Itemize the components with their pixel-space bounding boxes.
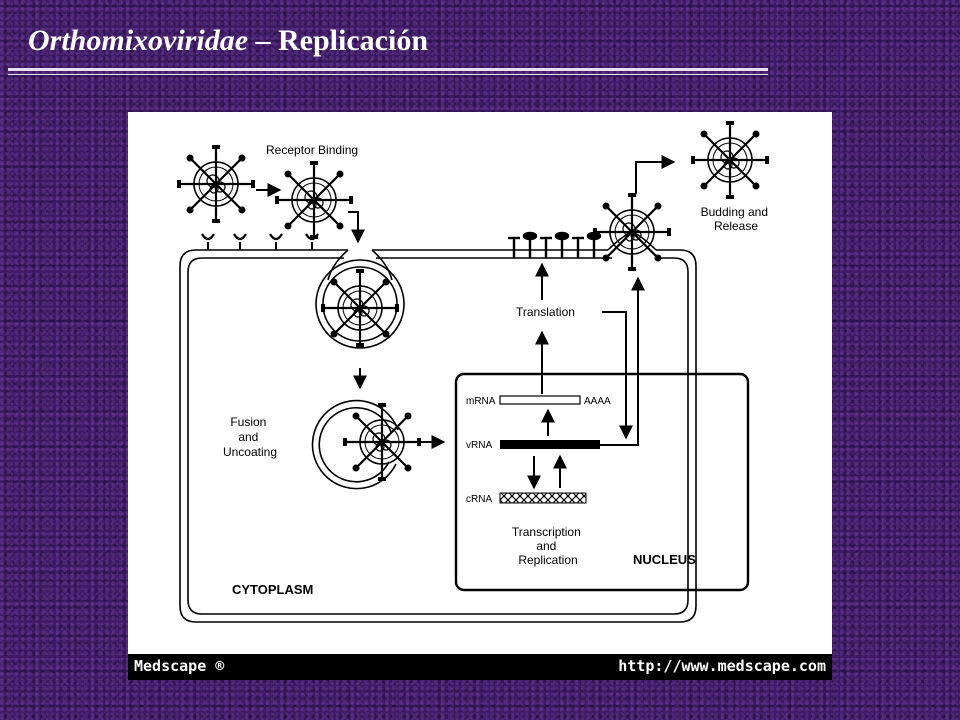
- nucleus-label: NUCLEUS: [633, 552, 696, 567]
- title-family: Orthomixoviridae: [28, 24, 249, 57]
- mrna-label: mRNA: [466, 396, 496, 407]
- budding-virion: [591, 191, 673, 273]
- aaaa-label: AAAA: [584, 396, 611, 407]
- slide-title: Orthomixoviridae – Replicación: [28, 24, 428, 58]
- budding-label: Budding and Release: [701, 205, 772, 233]
- source-url: http://www.medscape.com: [618, 657, 826, 675]
- replication-figure: Receptor Binding Fusion and Uncoating NU…: [128, 112, 832, 680]
- bound-virion: [273, 159, 355, 241]
- vrna-label: vRNA: [466, 440, 492, 451]
- crna-strand: [499, 492, 587, 504]
- translation-label: Translation: [516, 305, 575, 319]
- uncoating-vesicle: [311, 399, 423, 490]
- source-footer: Medscape ® http://www.medscape.com: [128, 654, 832, 680]
- endosome: [315, 249, 405, 349]
- title-topic: – Replicación: [248, 24, 429, 57]
- crna-label: cRNA: [466, 494, 492, 505]
- nucleus: [454, 372, 750, 592]
- cell-membrane: [179, 249, 697, 623]
- replication-diagram: Receptor Binding Fusion and Uncoating NU…: [175, 119, 772, 623]
- released-virion: [689, 119, 771, 201]
- cytoplasm-label: CYTOPLASM: [232, 582, 313, 597]
- title-rule-thin: [8, 74, 768, 75]
- medscape-logo: Medscape ®: [134, 657, 225, 675]
- vrna-strand: [500, 440, 600, 449]
- transcription-label: Transcription and Replication: [512, 525, 584, 567]
- membrane-glycoproteins: [508, 231, 602, 258]
- receptor-binding-label: Receptor Binding: [266, 143, 358, 157]
- title-rule: [8, 68, 768, 71]
- free-virion: [175, 143, 257, 225]
- mrna-strand: [499, 395, 581, 405]
- sialic-receptors: [200, 232, 320, 252]
- fusion-label: Fusion and Uncoating: [223, 415, 277, 459]
